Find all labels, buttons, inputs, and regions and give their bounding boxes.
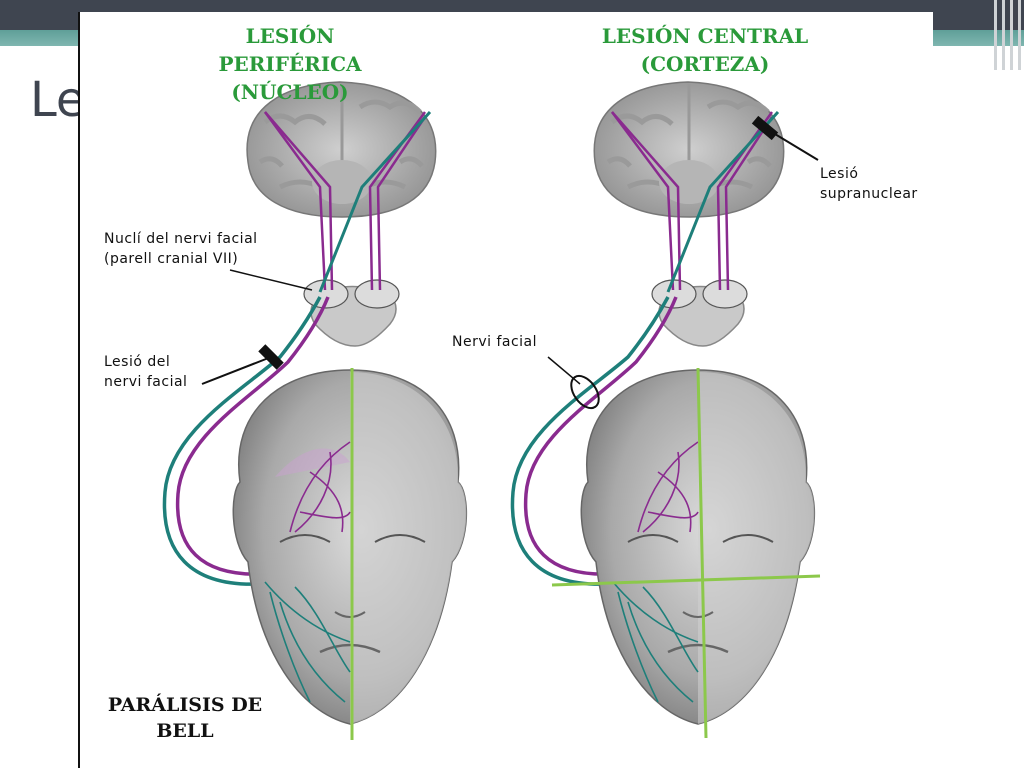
left-upper-neuron-paths — [263, 110, 432, 293]
facial-nerve-ring — [570, 374, 600, 410]
facial-palsy-diagram: LESIÓN PERIFÉRICA (NÚCLEO) LESIÓN CENTRA… — [78, 12, 933, 768]
supranuclear-label-line1: Lesió — [820, 166, 859, 182]
left-brainstem — [303, 279, 400, 347]
nuclei-label-line1: Nuclí del nervi facial — [104, 231, 258, 247]
facial-nerve-pointer — [547, 356, 581, 385]
central-lesion-title: LESIÓN CENTRAL — [601, 24, 809, 48]
peripheral-lesion-heading: LESIÓN PERIFÉRICA (NÚCLEO) — [180, 22, 400, 106]
left-brain — [246, 81, 437, 218]
right-upper-neuron-paths — [610, 110, 780, 293]
supranuclear-lesion-pointer — [764, 127, 819, 161]
right-facial-nerve — [510, 296, 678, 586]
diagram-illustration — [162, 81, 821, 740]
nerve-lesion-label: Lesió del nervi facial — [104, 352, 187, 392]
left-facial-nerve — [162, 296, 330, 586]
supranuclear-label-line2: supranuclear — [820, 186, 918, 202]
central-lesion-subtitle: (CORTEZA) — [640, 52, 770, 76]
peripheral-lesion-title: LESIÓN PERIFÉRICA — [218, 24, 362, 76]
facial-nerve-label: Nervi facial — [452, 334, 538, 350]
nuclei-label: Nuclí del nervi facial (parell cranial V… — [104, 229, 258, 269]
supranuclear-lesion-label: Lesió supranuclear — [820, 164, 918, 204]
central-lesion-heading: LESIÓN CENTRAL (CORTEZA) — [575, 22, 835, 78]
bell-palsy-line2: BELL — [156, 720, 214, 742]
left-nerve-lesion-pointer — [201, 356, 272, 385]
slide-divider — [930, 60, 950, 63]
slide-corner-decoration — [990, 0, 1024, 70]
peripheral-lesion-subtitle: (NÚCLEO) — [231, 80, 349, 104]
left-head — [232, 368, 468, 740]
slide-title: Le — [30, 72, 86, 128]
bell-palsy-line1: PARÁLISIS DE — [107, 694, 263, 716]
right-brain — [593, 81, 785, 218]
nerve-lesion-label-line2: nervi facial — [104, 374, 188, 390]
left-nuclei-pointer — [229, 269, 313, 291]
right-head — [551, 367, 821, 739]
nuclei-label-line2: (parell cranial VII) — [104, 251, 239, 267]
bell-palsy-label: PARÁLISIS DE BELL — [80, 692, 290, 744]
nerve-lesion-label-line1: Lesió del — [104, 354, 171, 370]
right-brainstem — [651, 279, 748, 347]
